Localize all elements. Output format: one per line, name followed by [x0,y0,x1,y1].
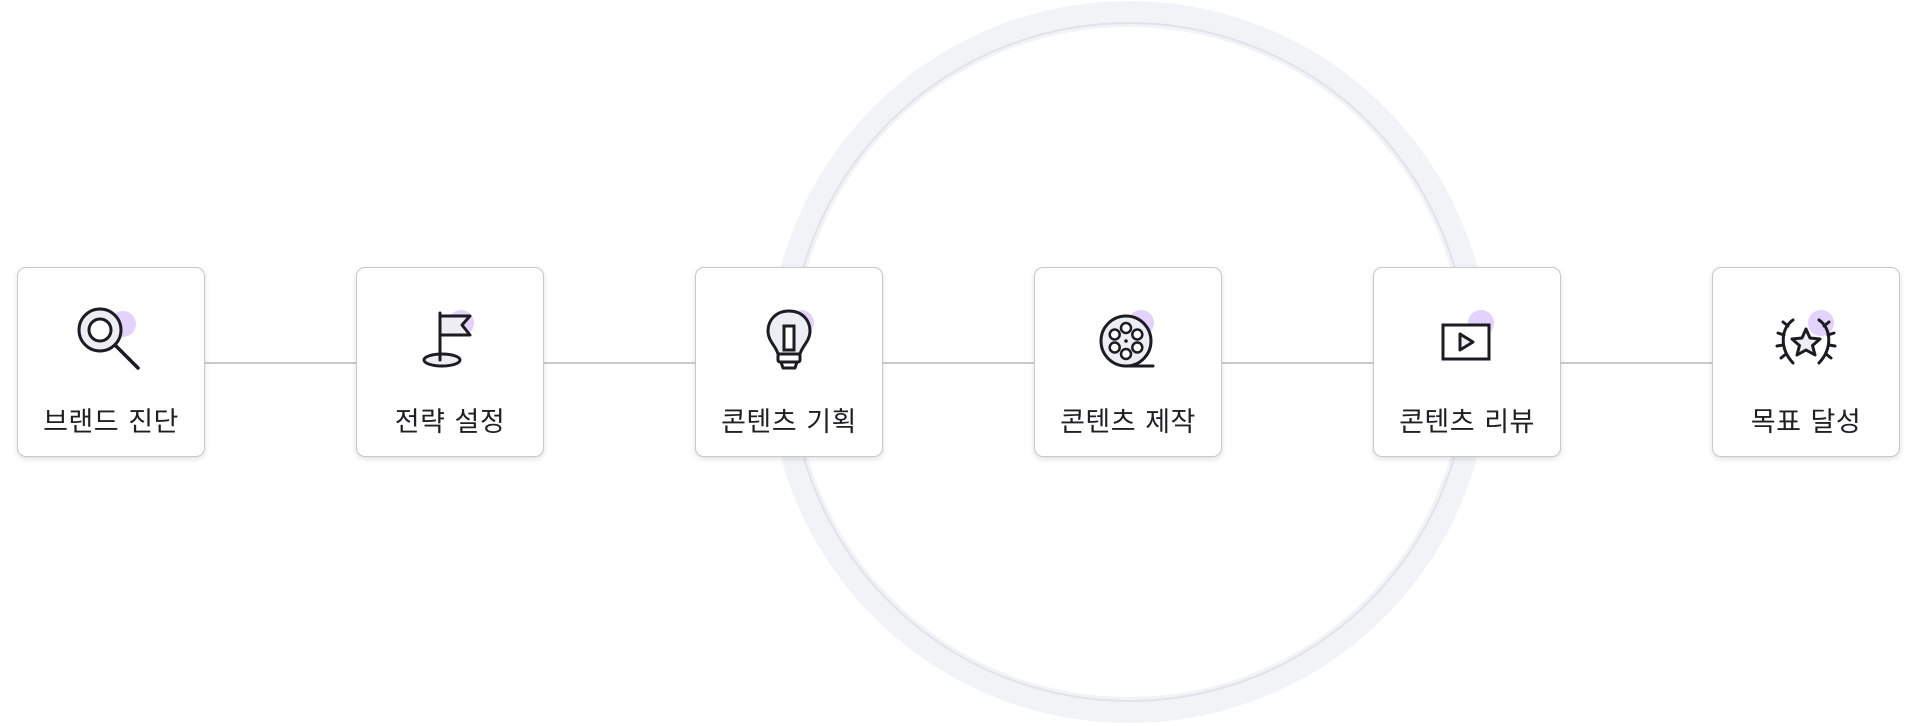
step-card-content-production: 콘텐츠 제작 [1034,267,1222,457]
connector-line-3 [883,362,1035,364]
laurel-star-icon [1771,308,1841,378]
flag-icon [415,308,485,378]
video-play-icon [1432,308,1502,378]
connector-line-1 [205,362,357,364]
connector-line-5 [1561,362,1713,364]
step-card-content-planning: 콘텐츠 기획 [695,267,883,457]
step-card-goal-achievement: 목표 달성 [1712,267,1900,457]
magnifier-icon [76,307,146,378]
step-label: 브랜드 진단 [43,407,179,438]
film-reel-icon [1093,308,1163,378]
step-label: 콘텐츠 리뷰 [1399,407,1535,438]
step-card-content-review: 콘텐츠 리뷰 [1373,267,1561,457]
step-card-brand-diagnosis: 브랜드 진단 [17,267,205,457]
step-card-strategy-setting: 전략 설정 [356,267,544,457]
step-label: 콘텐츠 기획 [721,407,857,438]
step-label: 목표 달성 [1750,407,1862,438]
step-label: 콘텐츠 제작 [1060,407,1196,438]
lightbulb-icon [754,308,824,378]
connector-line-2 [544,362,696,364]
connector-line-4 [1222,362,1374,364]
step-label: 전략 설정 [394,407,506,438]
